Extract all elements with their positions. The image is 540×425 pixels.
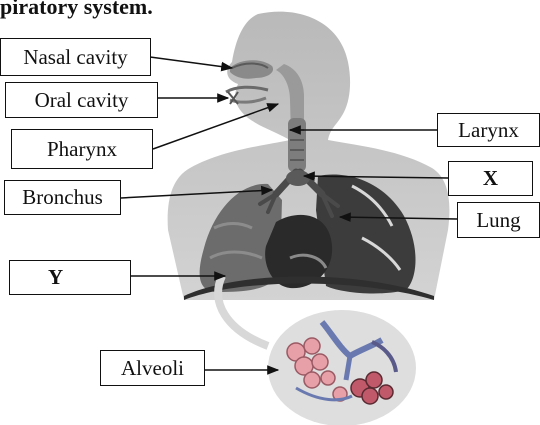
label-larynx: Larynx <box>437 113 540 147</box>
label-nasal-cavity: Nasal cavity <box>0 38 151 76</box>
nasal-cavity-leader <box>150 57 232 68</box>
label-lung: Lung <box>457 202 540 238</box>
label-y: Y <box>9 260 131 295</box>
diagram-heading: piratory system. <box>0 0 153 20</box>
label-bronchus: Bronchus <box>4 180 121 215</box>
label-pharynx: Pharynx <box>11 129 153 169</box>
pharynx-leader <box>153 104 278 149</box>
alveoli-bubble <box>268 310 416 425</box>
label-oral-cavity: Oral cavity <box>5 82 158 118</box>
label-x: X <box>448 161 533 196</box>
label-alveoli: Alveoli <box>100 350 205 386</box>
